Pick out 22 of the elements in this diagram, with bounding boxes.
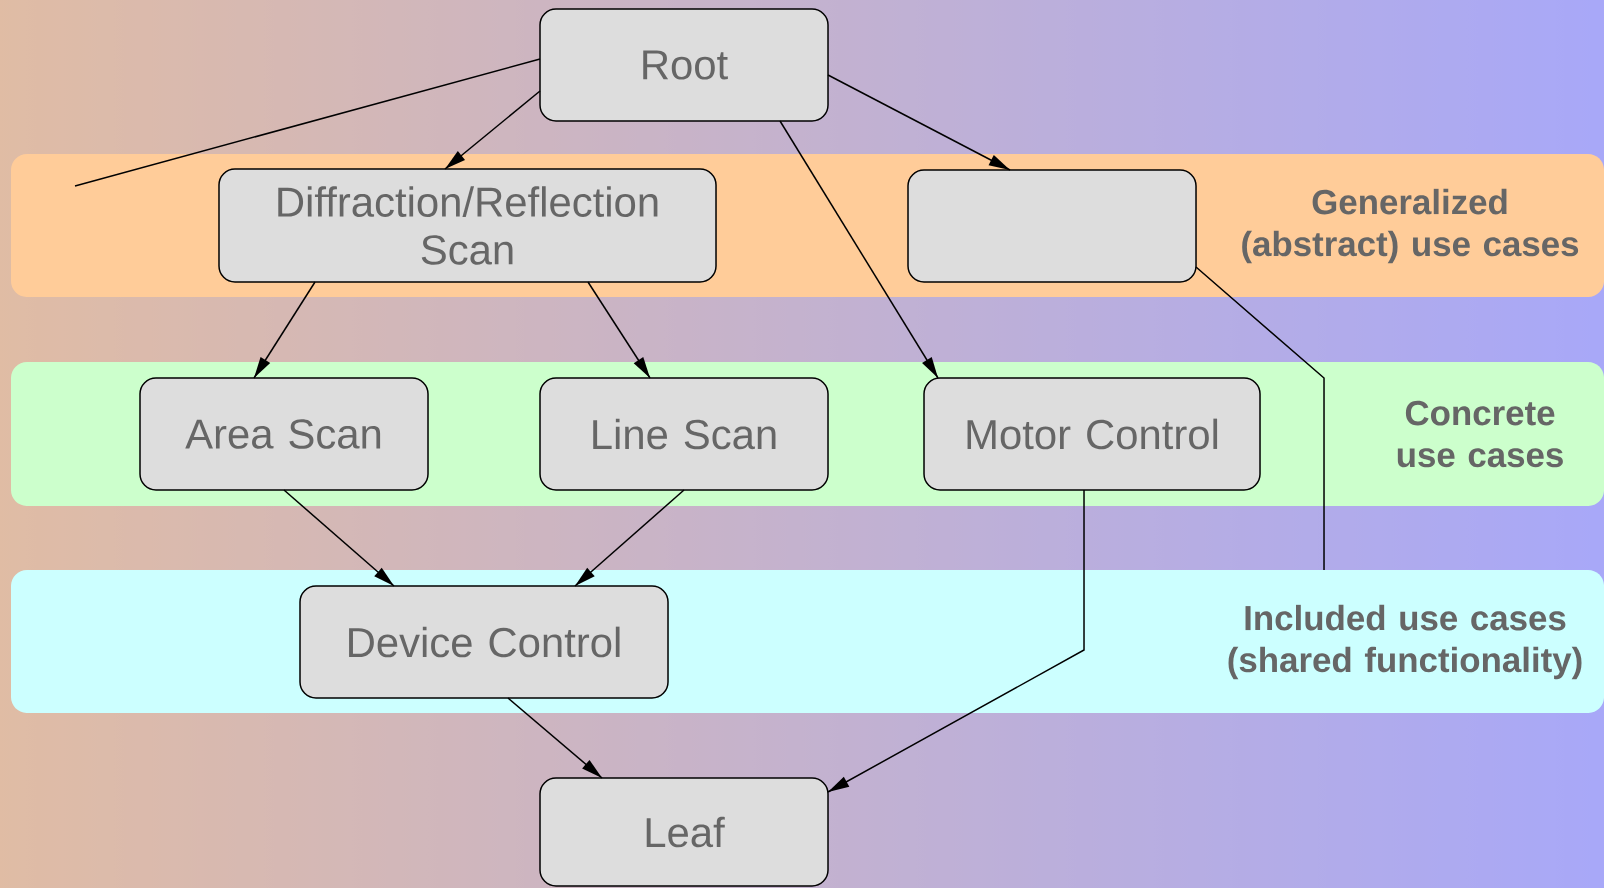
- arrow: [444, 90, 541, 170]
- arrow: [253, 281, 316, 379]
- arrow: [507, 697, 603, 779]
- arrow: [587, 281, 651, 379]
- arrow: [779, 120, 939, 379]
- band-label: Included use cases (shared functionality): [1228, 604, 1582, 680]
- use-case-box: Root: [539, 8, 829, 122]
- arrow: [574, 489, 685, 587]
- use-case-box: Diffraction/Reflection Scan: [218, 168, 717, 283]
- band-label: Concrete use cases: [1397, 400, 1563, 468]
- use-case-box: Motor Control: [923, 377, 1261, 491]
- connector-line: [1195, 266, 1325, 571]
- use-case-box: Leaf: [539, 777, 829, 887]
- use-case-box: Line Scan: [539, 377, 829, 491]
- use-case-box: Device Control: [299, 585, 669, 699]
- use-case-box: Area Scan: [139, 377, 429, 491]
- arrow: [827, 489, 1085, 793]
- connector-line: [74, 58, 541, 187]
- arrow: [283, 489, 395, 587]
- arrow: [827, 74, 1011, 171]
- band-label: Generalized (abstract) use cases: [1242, 188, 1579, 264]
- empty-box: [907, 169, 1197, 283]
